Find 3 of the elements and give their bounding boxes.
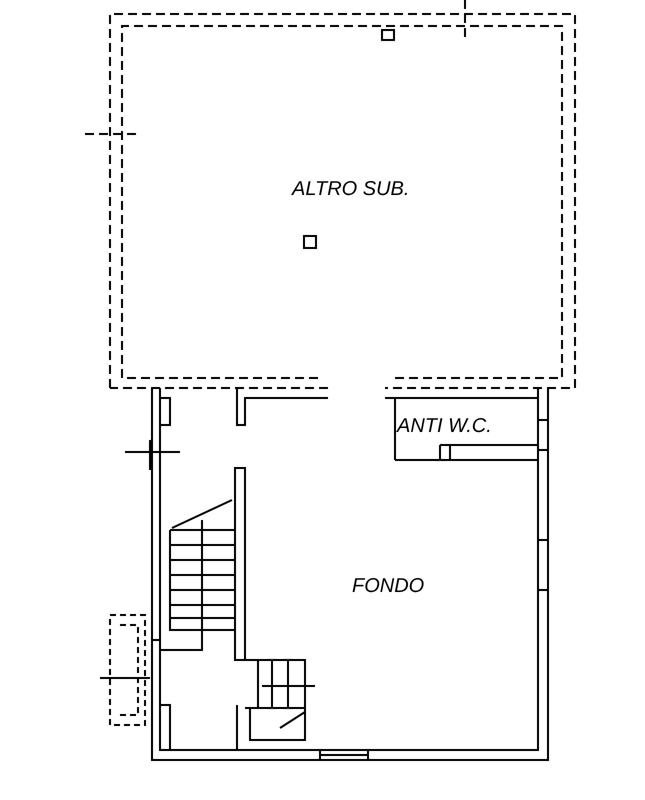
room-label: ANTI W.C. <box>397 415 492 438</box>
room-label: ALTRO SUB. <box>292 178 410 201</box>
room-label: FONDO <box>352 575 424 598</box>
